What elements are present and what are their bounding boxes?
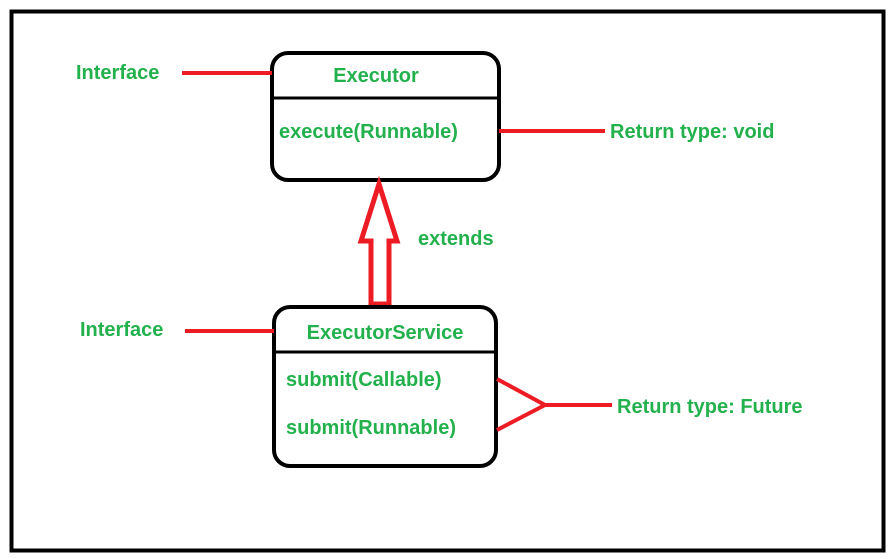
- extends-arrow: [357, 175, 401, 307]
- executor-class-box: Executor execute(Runnable): [270, 51, 501, 182]
- extends-label: extends: [418, 228, 494, 250]
- executor-method-execute: execute(Runnable): [279, 121, 458, 143]
- executor-service-title: ExecutorService: [307, 322, 464, 344]
- executor-return-type-label: Return type: void: [610, 121, 774, 143]
- executor-service-method-submit-callable: submit(Callable): [286, 369, 442, 391]
- executor-service-class-box: ExecutorService submit(Callable) submit(…: [272, 305, 498, 468]
- executor-service-interface-label: Interface: [80, 319, 163, 341]
- executor-service-return-type-label: Return type: Future: [617, 396, 803, 418]
- executor-service-box-outline: [272, 305, 498, 468]
- executor-service-method-submit-runnable: submit(Runnable): [286, 417, 456, 439]
- executor-title: Executor: [333, 65, 419, 87]
- executor-box-outline: [270, 51, 501, 182]
- executor-interface-label: Interface: [76, 62, 159, 84]
